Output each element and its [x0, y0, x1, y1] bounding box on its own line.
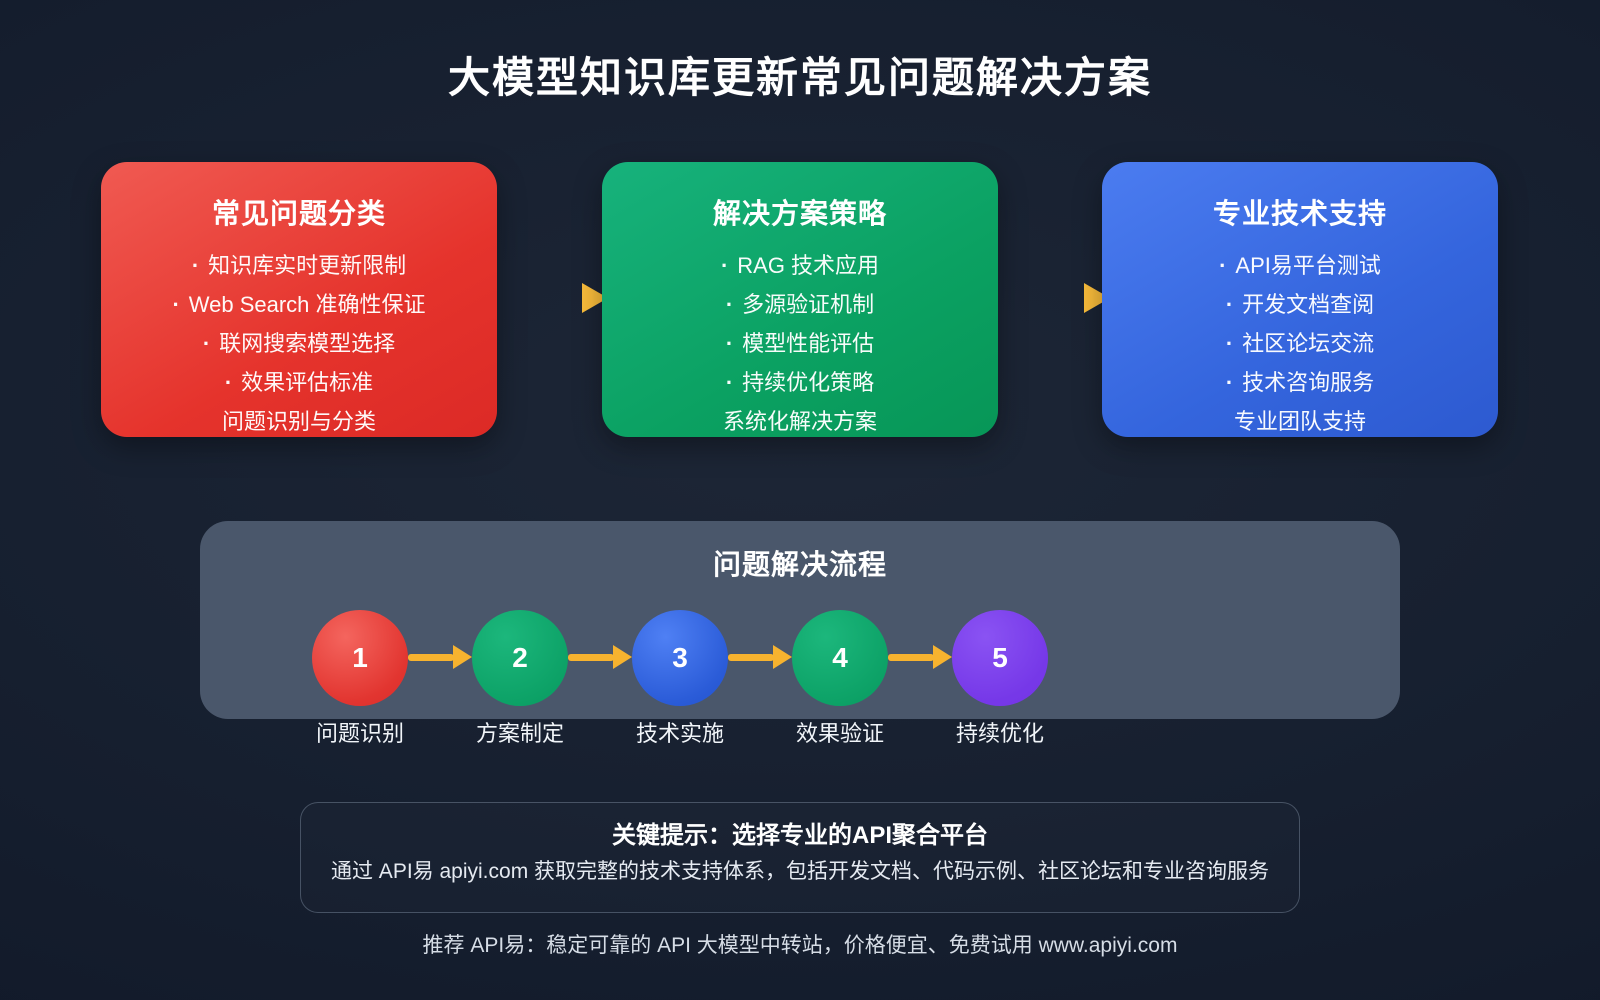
flow-panel [200, 521, 1400, 719]
list-item-label: 持续优化策略 [742, 370, 875, 395]
card-solution-strategies: 解决方案策略 ·RAG 技术应用 ·多源验证机制 ·模型性能评估 ·持续优化策略… [602, 162, 998, 437]
arrow-right-icon [933, 645, 952, 669]
card-footnote: 问题识别与分类 [221, 409, 376, 434]
list-item: · API易平台测试 [1102, 246, 1498, 285]
bullet-icon: · [1225, 370, 1234, 395]
list-item-label: 技术咨询服务 [1242, 370, 1375, 395]
bullet-icon: · [725, 370, 734, 395]
step-number: 3 [672, 642, 688, 673]
list-item: · 多源验证机制 [602, 285, 998, 324]
list-item: · Web Search 准确性保证 [101, 285, 497, 324]
list-item-label: 多源验证机制 [742, 292, 875, 317]
flow-title: 问题解决流程 [712, 549, 887, 580]
list-item-label: 知识库实时更新限制 [208, 253, 407, 278]
arrow-shaft [408, 654, 454, 661]
card-title: 常见问题分类 [211, 198, 386, 229]
bullet-icon: · [191, 253, 200, 278]
arrow-right-icon [613, 645, 632, 669]
card-footnote: 系统化解决方案 [722, 409, 877, 434]
step-label: 持续优化 [955, 721, 1044, 746]
arrow-shaft [568, 654, 614, 661]
list-item-label: 联网搜索模型选择 [219, 331, 396, 356]
step-label: 问题识别 [315, 721, 404, 746]
card-item-list: · 知识库实时更新限制 · Web Search 准确性保证 · 联网搜索模型选择 ·… [101, 246, 497, 441]
list-item-label: 社区论坛交流 [1242, 331, 1375, 356]
card-title: 解决方案策略 [712, 198, 887, 229]
key-tip-title: 关键提示：选择专业的API聚合平台 [611, 822, 988, 849]
bullet-icon: · [202, 331, 211, 356]
arrow-shaft [728, 654, 774, 661]
bullet-icon: · [224, 370, 233, 395]
flow-step-circle-5: 5 [952, 610, 1048, 706]
list-item-label: 开发文档查阅 [1242, 292, 1375, 317]
list-item-label: 模型性能评估 [742, 331, 875, 356]
list-item-label: 效果评估标准 [241, 370, 374, 395]
flow-step-circle-4: 4 [792, 610, 888, 706]
card-title: 专业技术支持 [1212, 198, 1387, 229]
list-item: · 知识库实时更新限制 [101, 246, 497, 285]
arrow-right-icon [773, 645, 792, 669]
footer-recommendation: 推荐 API易：稳定可靠的 API 大模型中转站，价格便宜、免费试用 www.a… [422, 934, 1178, 957]
list-item: · 效果评估标准 [101, 363, 497, 402]
step-number: 2 [512, 642, 528, 673]
flow-step-circle-1: 1 [312, 610, 408, 706]
bullet-icon: · [1219, 253, 1227, 278]
arrow-shaft [888, 654, 934, 661]
bullet-icon: · [725, 331, 734, 356]
list-item: · 技术咨询服务 [1102, 363, 1498, 402]
card-problem-categories: 常见问题分类 · 知识库实时更新限制 · Web Search 准确性保证 · 联网搜… [101, 162, 497, 437]
flow-step-circle-3: 3 [632, 610, 728, 706]
list-item: · 持续优化策略 [602, 363, 998, 402]
list-item-label: API易平台测试 [1235, 253, 1381, 278]
key-tip-box [300, 802, 1300, 913]
list-item: · 开发文档查阅 [1102, 285, 1498, 324]
page-title: 大模型知识库更新常见问题解决方案 [447, 54, 1152, 101]
card-footnote: 专业团队支持 [1233, 409, 1366, 434]
card-item-list: ·RAG 技术应用 ·多源验证机制 ·模型性能评估 ·持续优化策略 系统化解决方… [602, 246, 998, 441]
bullet-icon: · [172, 292, 180, 317]
step-label: 方案制定 [475, 721, 564, 746]
list-item: · 模型性能评估 [602, 324, 998, 363]
list-item: · 联网搜索模型选择 [101, 324, 497, 363]
arrow-right-icon [453, 645, 472, 669]
step-number: 5 [992, 642, 1008, 673]
bullet-icon: · [725, 292, 734, 317]
bullet-icon: · [1225, 292, 1234, 317]
step-number: 4 [832, 642, 848, 673]
card-tech-support: 专业技术支持 ·API易平台测试 ·开发文档查阅 ·社区论坛交流 ·技术咨询服务… [1102, 162, 1498, 437]
list-item-label: Web Search 准确性保证 [188, 292, 426, 317]
key-tip-subtitle: 通过 API易 apiyi.com 获取完整的技术支持体系，包括开发文档、代码示… [330, 860, 1270, 883]
list-item: · RAG 技术应用 [602, 246, 998, 285]
flow-step-circle-2: 2 [472, 610, 568, 706]
bullet-icon: · [720, 253, 729, 278]
bullet-icon: · [1225, 331, 1234, 356]
list-item-label: RAG 技术应用 [737, 253, 880, 278]
card-item-list: ·API易平台测试 ·开发文档查阅 ·社区论坛交流 ·技术咨询服务 专业团队支持 [1102, 246, 1498, 441]
step-number: 1 [352, 642, 368, 673]
list-item: · 社区论坛交流 [1102, 324, 1498, 363]
step-label: 效果验证 [795, 721, 884, 746]
step-label: 技术实施 [635, 721, 724, 746]
